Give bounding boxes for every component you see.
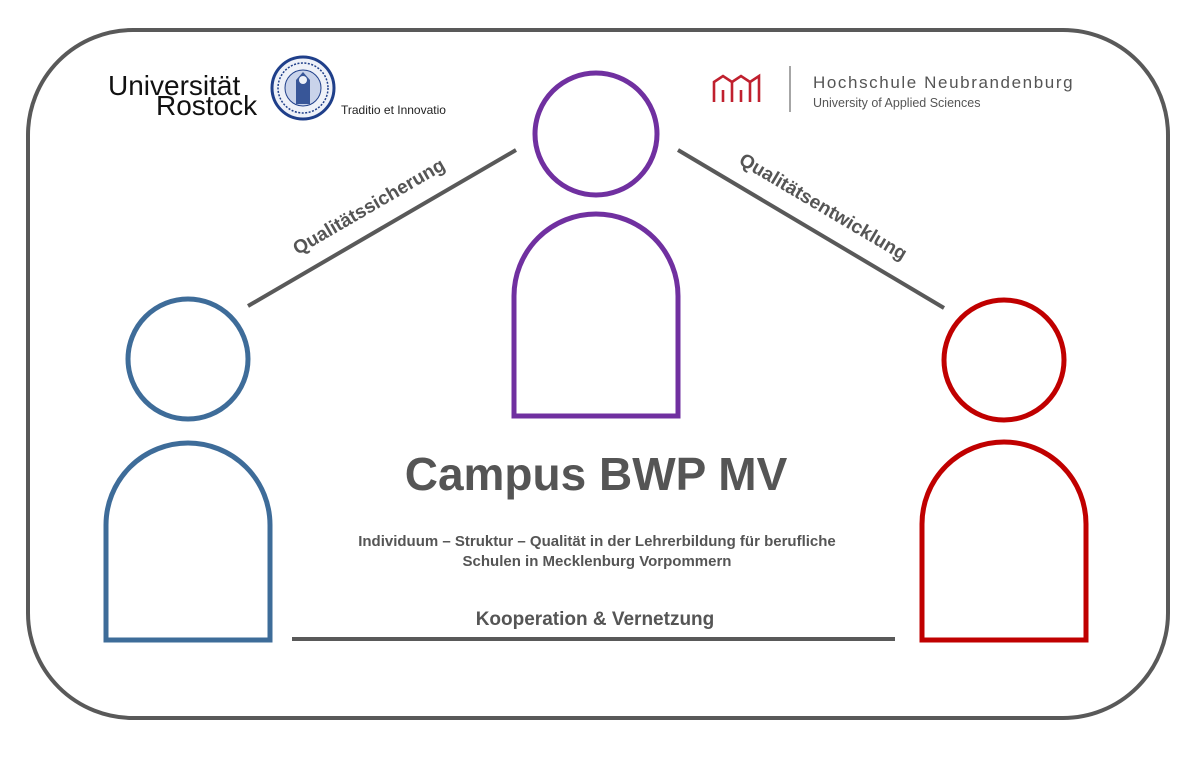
logo-hochschule-neubrandenburg: Hochschule Neubrandenburg University of … [712,66,1074,112]
rounded-frame [26,28,1170,720]
edge-line-right [676,148,946,310]
subtitle-line-2: Schulen in Mecklenburg Vorpommern [463,553,732,570]
person-icon [511,70,681,419]
logo-left-motto: Traditio et Innovatio [341,103,446,117]
person-icon [103,296,273,643]
logo-right-name: Hochschule Neubrandenburg [813,73,1074,92]
logo-universitaet-rostock: Universität Rostock Traditio et Innovati… [108,55,446,121]
logo-left-name-line1: Universität [108,70,240,101]
edge-line-left [246,148,518,308]
university-seal-icon [270,55,336,121]
logo-right-subtitle: University of Applied Sciences [813,96,980,110]
hs-neubrandenburg-mark-icon [712,73,761,102]
subtitle-line-1: Individuum – Struktur – Qualität in der … [358,533,836,550]
person-icon [919,297,1089,643]
logo-left-name-line2: Rostock [156,90,258,121]
edge-label-kooperation-vernetzung: Kooperation & Vernetzung [476,609,715,630]
main-title: Campus BWP MV [405,448,788,500]
